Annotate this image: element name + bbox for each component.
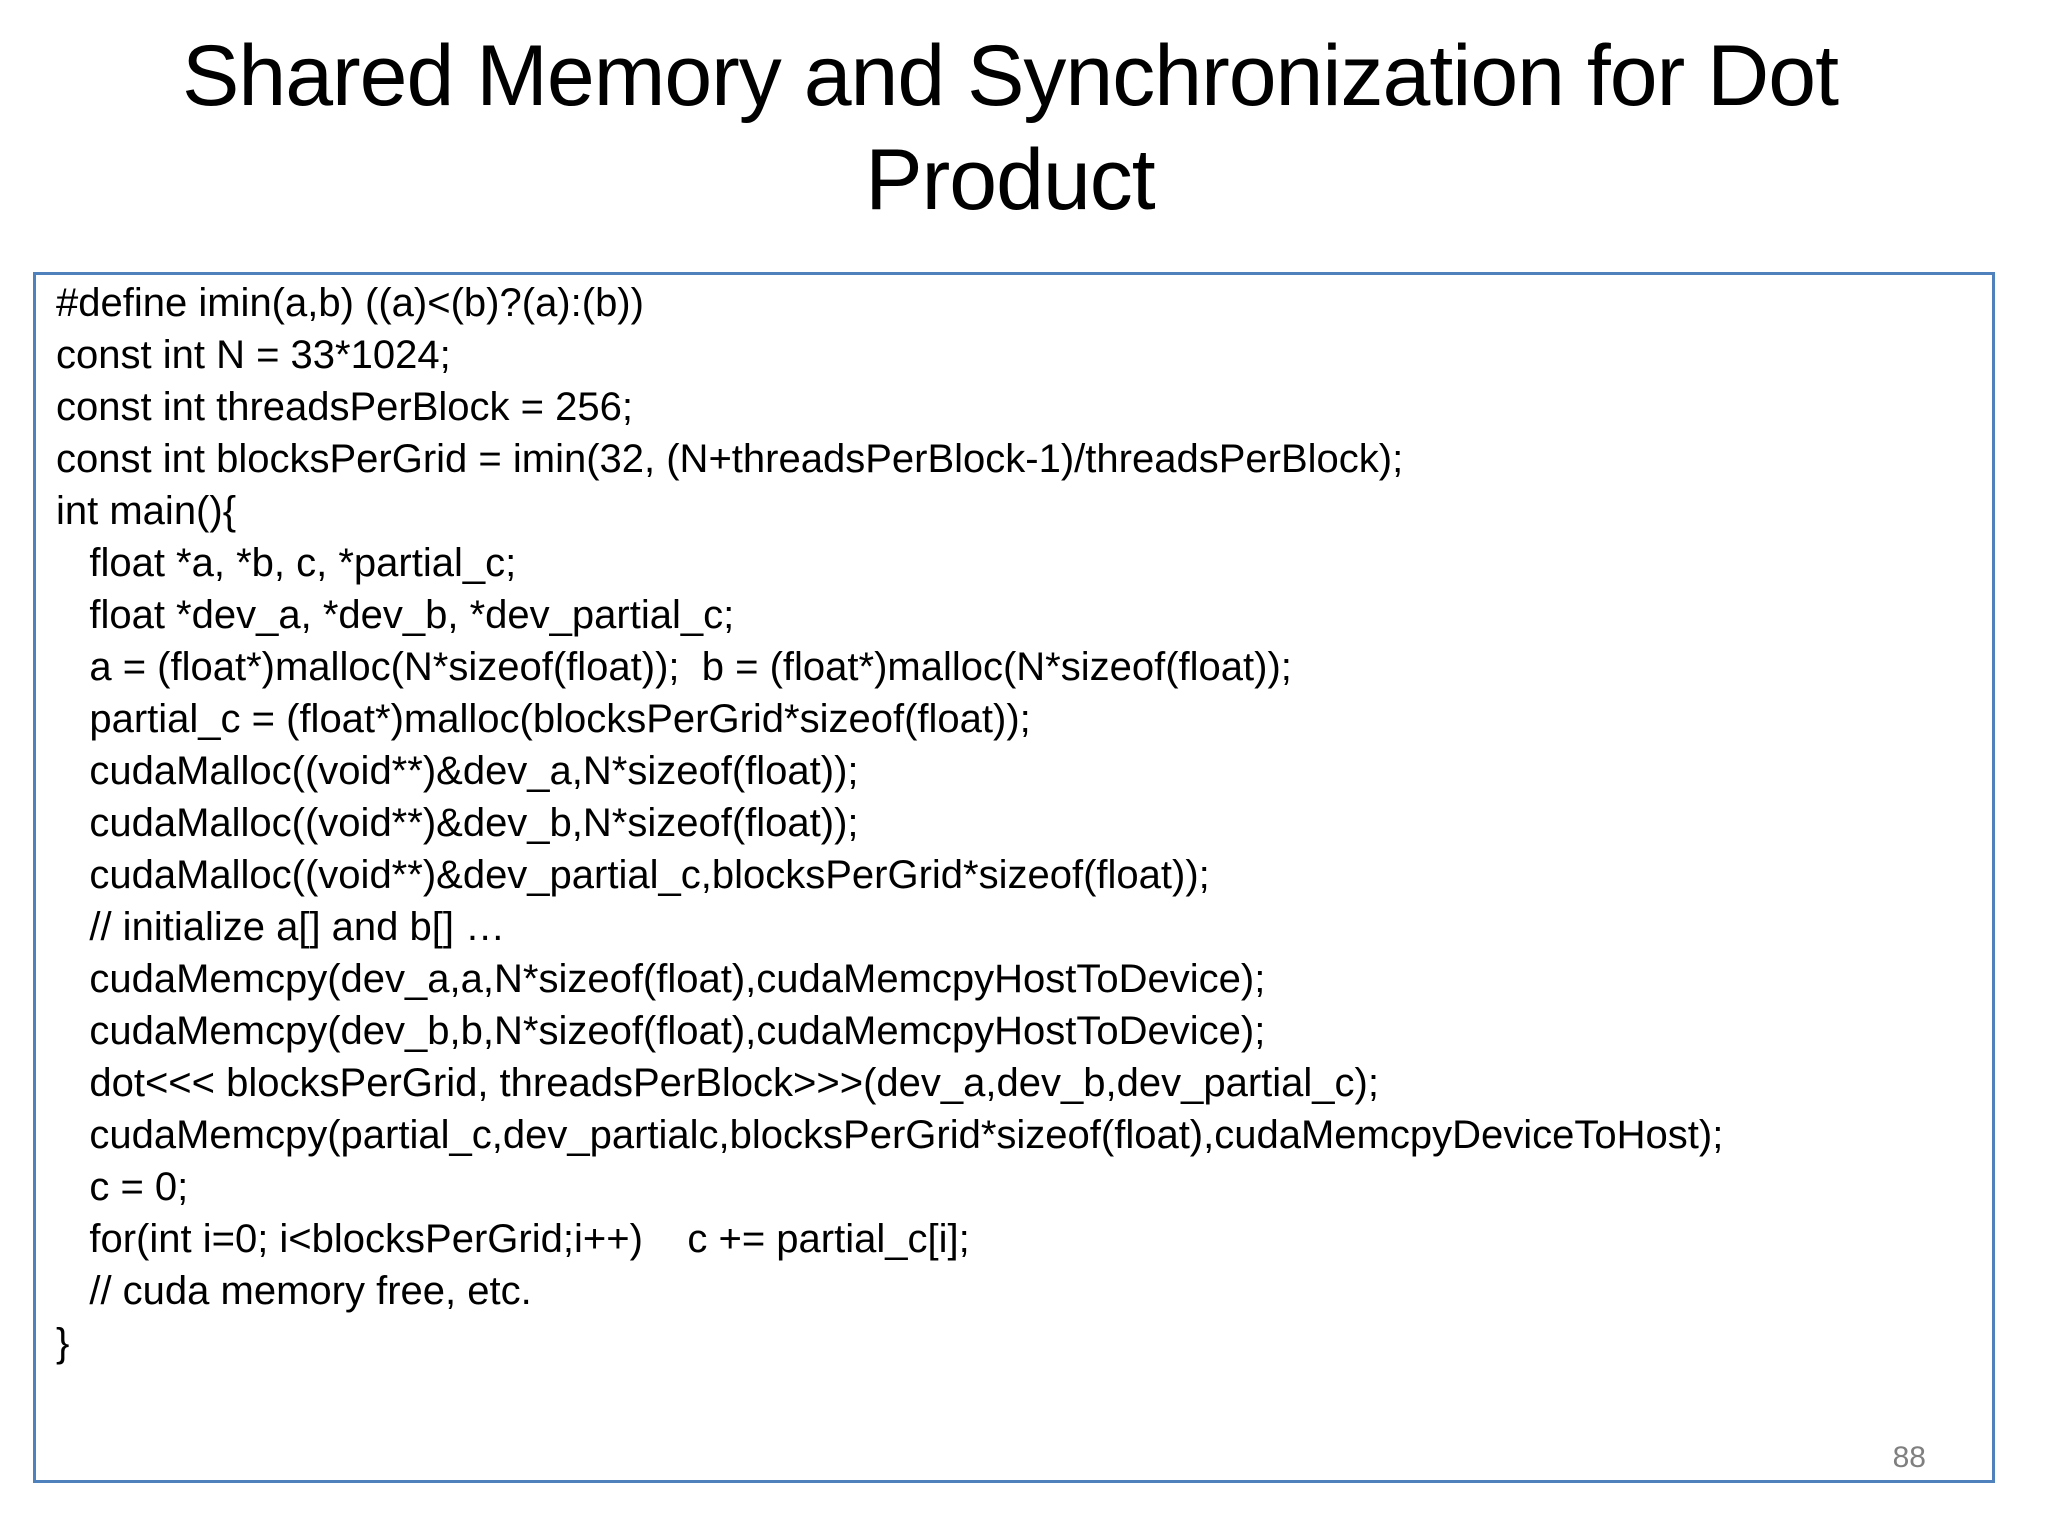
code-line: dot<<< blocksPerGrid, threadsPerBlock>>>…	[56, 1061, 1379, 1105]
code-line: const int blocksPerGrid = imin(32, (N+th…	[56, 437, 1404, 481]
code-line: }	[56, 1321, 70, 1365]
slide-title-line2: Product	[865, 132, 1155, 228]
code-line: float *dev_a, *dev_b, *dev_partial_c;	[56, 593, 735, 637]
code-line: const int threadsPerBlock = 256;	[56, 385, 633, 429]
code-line: c = 0;	[56, 1165, 189, 1209]
code-line: a = (float*)malloc(N*sizeof(float)); b =…	[56, 645, 1292, 689]
code-line: // cuda memory free, etc.	[56, 1269, 532, 1313]
code-line: // initialize a[] and b[] …	[56, 905, 506, 949]
page-number: 88	[1892, 1441, 1926, 1474]
code-line: partial_c = (float*)malloc(blocksPerGrid…	[56, 697, 1031, 741]
code-line: for(int i=0; i<blocksPerGrid;i++) c += p…	[56, 1217, 970, 1261]
code-line: int main(){	[56, 489, 237, 533]
code-line: cudaMemcpy(dev_b,b,N*sizeof(float),cudaM…	[56, 1009, 1266, 1053]
slide-title-line1: Shared Memory and Synchronization for Do…	[182, 28, 1839, 124]
code-line: #define imin(a,b) ((a)<(b)?(a):(b))	[56, 281, 644, 325]
slide-title: Shared Memory and Synchronization for Do…	[0, 24, 2020, 232]
code-line: cudaMemcpy(partial_c,dev_partialc,blocks…	[56, 1113, 1724, 1157]
code-line: cudaMemcpy(dev_a,a,N*sizeof(float),cudaM…	[56, 957, 1266, 1001]
code-line: cudaMalloc((void**)&dev_partial_c,blocks…	[56, 853, 1210, 897]
code-line: cudaMalloc((void**)&dev_b,N*sizeof(float…	[56, 801, 859, 845]
code-line: const int N = 33*1024;	[56, 333, 451, 377]
code-line: cudaMalloc((void**)&dev_a,N*sizeof(float…	[56, 749, 859, 793]
code-box: #define imin(a,b) ((a)<(b)?(a):(b)) cons…	[33, 272, 1995, 1483]
code-line: float *a, *b, c, *partial_c;	[56, 541, 517, 585]
